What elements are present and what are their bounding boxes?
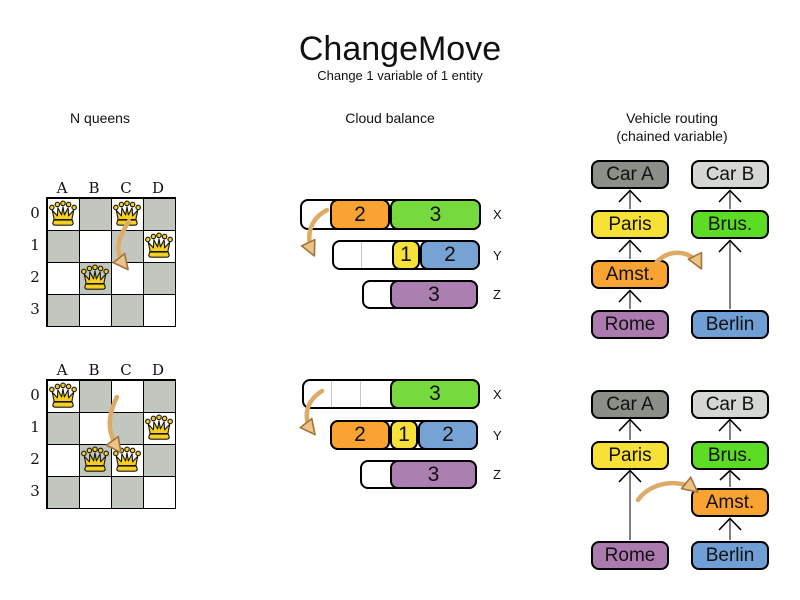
- computer-label: X: [493, 207, 502, 222]
- board-cell: [78, 411, 112, 445]
- queen-icon: [48, 382, 78, 409]
- board-cell: [142, 443, 176, 477]
- queen-icon: [48, 200, 78, 227]
- row-label: 2: [30, 268, 40, 286]
- computer-bar: 3: [362, 280, 478, 309]
- process-segment: 2: [330, 420, 390, 450]
- chain-arrow-icon: [618, 418, 742, 540]
- vehicle-node-brus: Brus.: [691, 210, 769, 239]
- row-label: 2: [30, 450, 40, 468]
- capacity-divider: [331, 381, 332, 407]
- row-label: 3: [30, 482, 40, 500]
- board-cell: [46, 443, 80, 477]
- computer-label: Y: [493, 428, 502, 443]
- board-cell: [142, 475, 176, 509]
- vehicle-node-car-b: Car B: [691, 160, 769, 189]
- queen-icon: [80, 264, 110, 291]
- computer-label: Z: [493, 467, 501, 482]
- board-cell: [78, 197, 112, 231]
- computer-bar: 3: [360, 460, 477, 489]
- board-cell: [110, 293, 144, 327]
- vehicle-node-berlin: Berlin: [691, 310, 769, 339]
- row-label: 1: [30, 418, 40, 436]
- cloud-header: Cloud balance: [345, 110, 435, 126]
- board-cell: [78, 293, 112, 327]
- vehicle-header-line2: (chained variable): [616, 128, 728, 144]
- vehicle-node-rome: Rome: [591, 310, 669, 339]
- col-label: B: [88, 179, 100, 197]
- computer-bar: 3: [302, 379, 480, 409]
- vehicle-node-car-a: Car A: [591, 160, 669, 189]
- board-cell: [110, 229, 144, 263]
- board-cell: [142, 379, 176, 413]
- board-cell: [46, 475, 80, 509]
- process-segment: 1: [392, 240, 420, 270]
- board-cell: [46, 229, 80, 263]
- computer-bar: 2 3: [300, 199, 481, 230]
- capacity-divider: [360, 381, 361, 407]
- board-cell: [110, 379, 144, 413]
- board-cell: [78, 475, 112, 509]
- board-cell: [78, 379, 112, 413]
- vehicle-node-brus: Brus.: [691, 441, 769, 470]
- vehicle-node-car-a: Car A: [591, 390, 669, 419]
- row-label: 0: [30, 204, 40, 222]
- board-cell: [110, 411, 144, 445]
- computer-bar: 1 2: [332, 240, 480, 270]
- vehicle-node-amst: Amst.: [591, 260, 669, 289]
- board-cell: [142, 197, 176, 231]
- computer-bar: 2 1 2: [330, 420, 478, 450]
- vehicle-node-rome: Rome: [591, 541, 669, 570]
- process-segment: 3: [390, 379, 480, 409]
- row-label: 0: [30, 386, 40, 404]
- board-cell: [46, 261, 80, 295]
- row-label: 3: [30, 300, 40, 318]
- board-cell: [46, 293, 80, 327]
- col-label: D: [151, 361, 165, 379]
- chain-arrow-icon: [618, 189, 742, 309]
- board-cell: [110, 475, 144, 509]
- col-label: D: [151, 179, 165, 197]
- nqueens-header: N queens: [70, 110, 130, 126]
- computer-label: X: [493, 387, 502, 402]
- process-segment: 3: [390, 280, 478, 309]
- capacity-divider: [361, 242, 362, 268]
- board-cell: [110, 261, 144, 295]
- row-label: 1: [30, 236, 40, 254]
- vehicle-node-amst: Amst.: [691, 488, 769, 517]
- vehicle-header-line1: Vehicle routing: [626, 110, 718, 126]
- computer-label: Z: [493, 287, 501, 302]
- page-title: ChangeMove: [298, 30, 502, 68]
- col-label: A: [56, 179, 68, 197]
- process-segment: 3: [390, 460, 477, 489]
- process-segment: 1: [390, 420, 418, 450]
- process-segment: 2: [330, 199, 390, 230]
- queen-icon: [112, 446, 142, 473]
- vehicle-node-berlin: Berlin: [691, 541, 769, 570]
- col-label: A: [56, 361, 68, 379]
- process-segment: 3: [390, 199, 481, 230]
- board-cell: [142, 261, 176, 295]
- process-segment: 2: [418, 420, 478, 450]
- queen-icon: [144, 414, 174, 441]
- board-cell: [46, 411, 80, 445]
- computer-label: Y: [493, 248, 502, 263]
- process-segment: 2: [420, 240, 480, 270]
- board-cell: [142, 293, 176, 327]
- col-label: C: [120, 179, 132, 197]
- queen-icon: [80, 446, 110, 473]
- board-cell: [78, 229, 112, 263]
- move-arrow-icon: [635, 483, 695, 503]
- queen-icon: [112, 200, 142, 227]
- queen-icon: [144, 232, 174, 259]
- col-label: C: [120, 361, 132, 379]
- vehicle-node-paris: Paris: [591, 210, 669, 239]
- vehicle-node-car-b: Car B: [691, 390, 769, 419]
- vehicle-node-paris: Paris: [591, 441, 669, 470]
- page-subtitle: Change 1 variable of 1 entity: [317, 68, 483, 83]
- col-label: B: [88, 361, 100, 379]
